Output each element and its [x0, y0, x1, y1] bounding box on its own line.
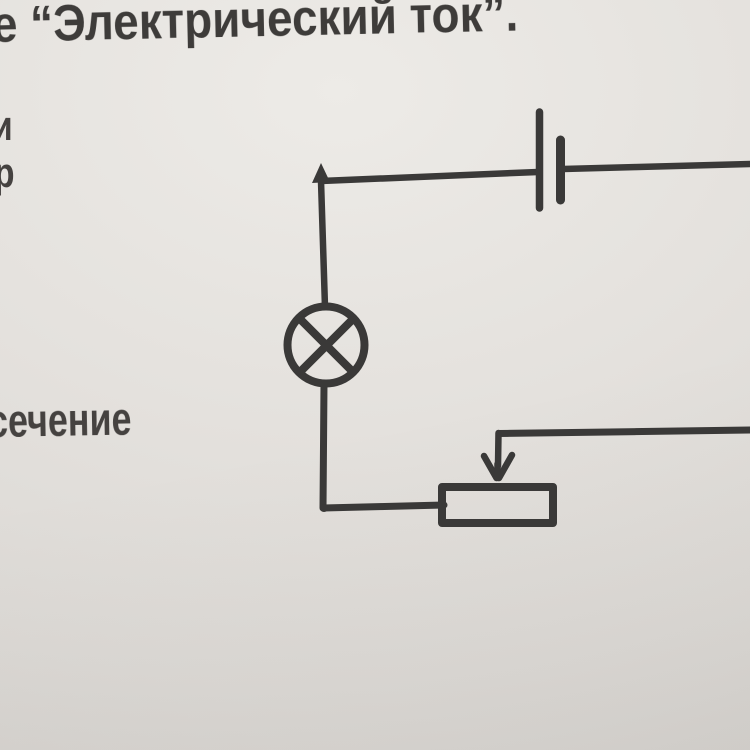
- lamp-cross-stroke-2: [297, 316, 356, 375]
- battery-icon: [535, 108, 565, 212]
- rheostat-body: [438, 483, 557, 527]
- rheostat-arrow-barb-right: [495, 451, 516, 482]
- lamp-icon: [283, 302, 369, 388]
- left-margin-text-fragment-2: р: [0, 152, 15, 194]
- wire-left-and-top: [317, 168, 542, 311]
- wire-top-right: [559, 160, 750, 173]
- left-margin-text-fragment-1: и: [0, 105, 13, 147]
- rheostat-slider-arrow: [480, 429, 516, 482]
- wire-corner-cap: [312, 163, 330, 183]
- wire-lamp-to-rheostat: [319, 380, 448, 512]
- wire-bottom-right: [495, 426, 750, 437]
- rheostat-icon: [438, 429, 557, 527]
- rheostat-arrow-stem: [494, 429, 502, 470]
- wire-solder-blob: [320, 504, 328, 512]
